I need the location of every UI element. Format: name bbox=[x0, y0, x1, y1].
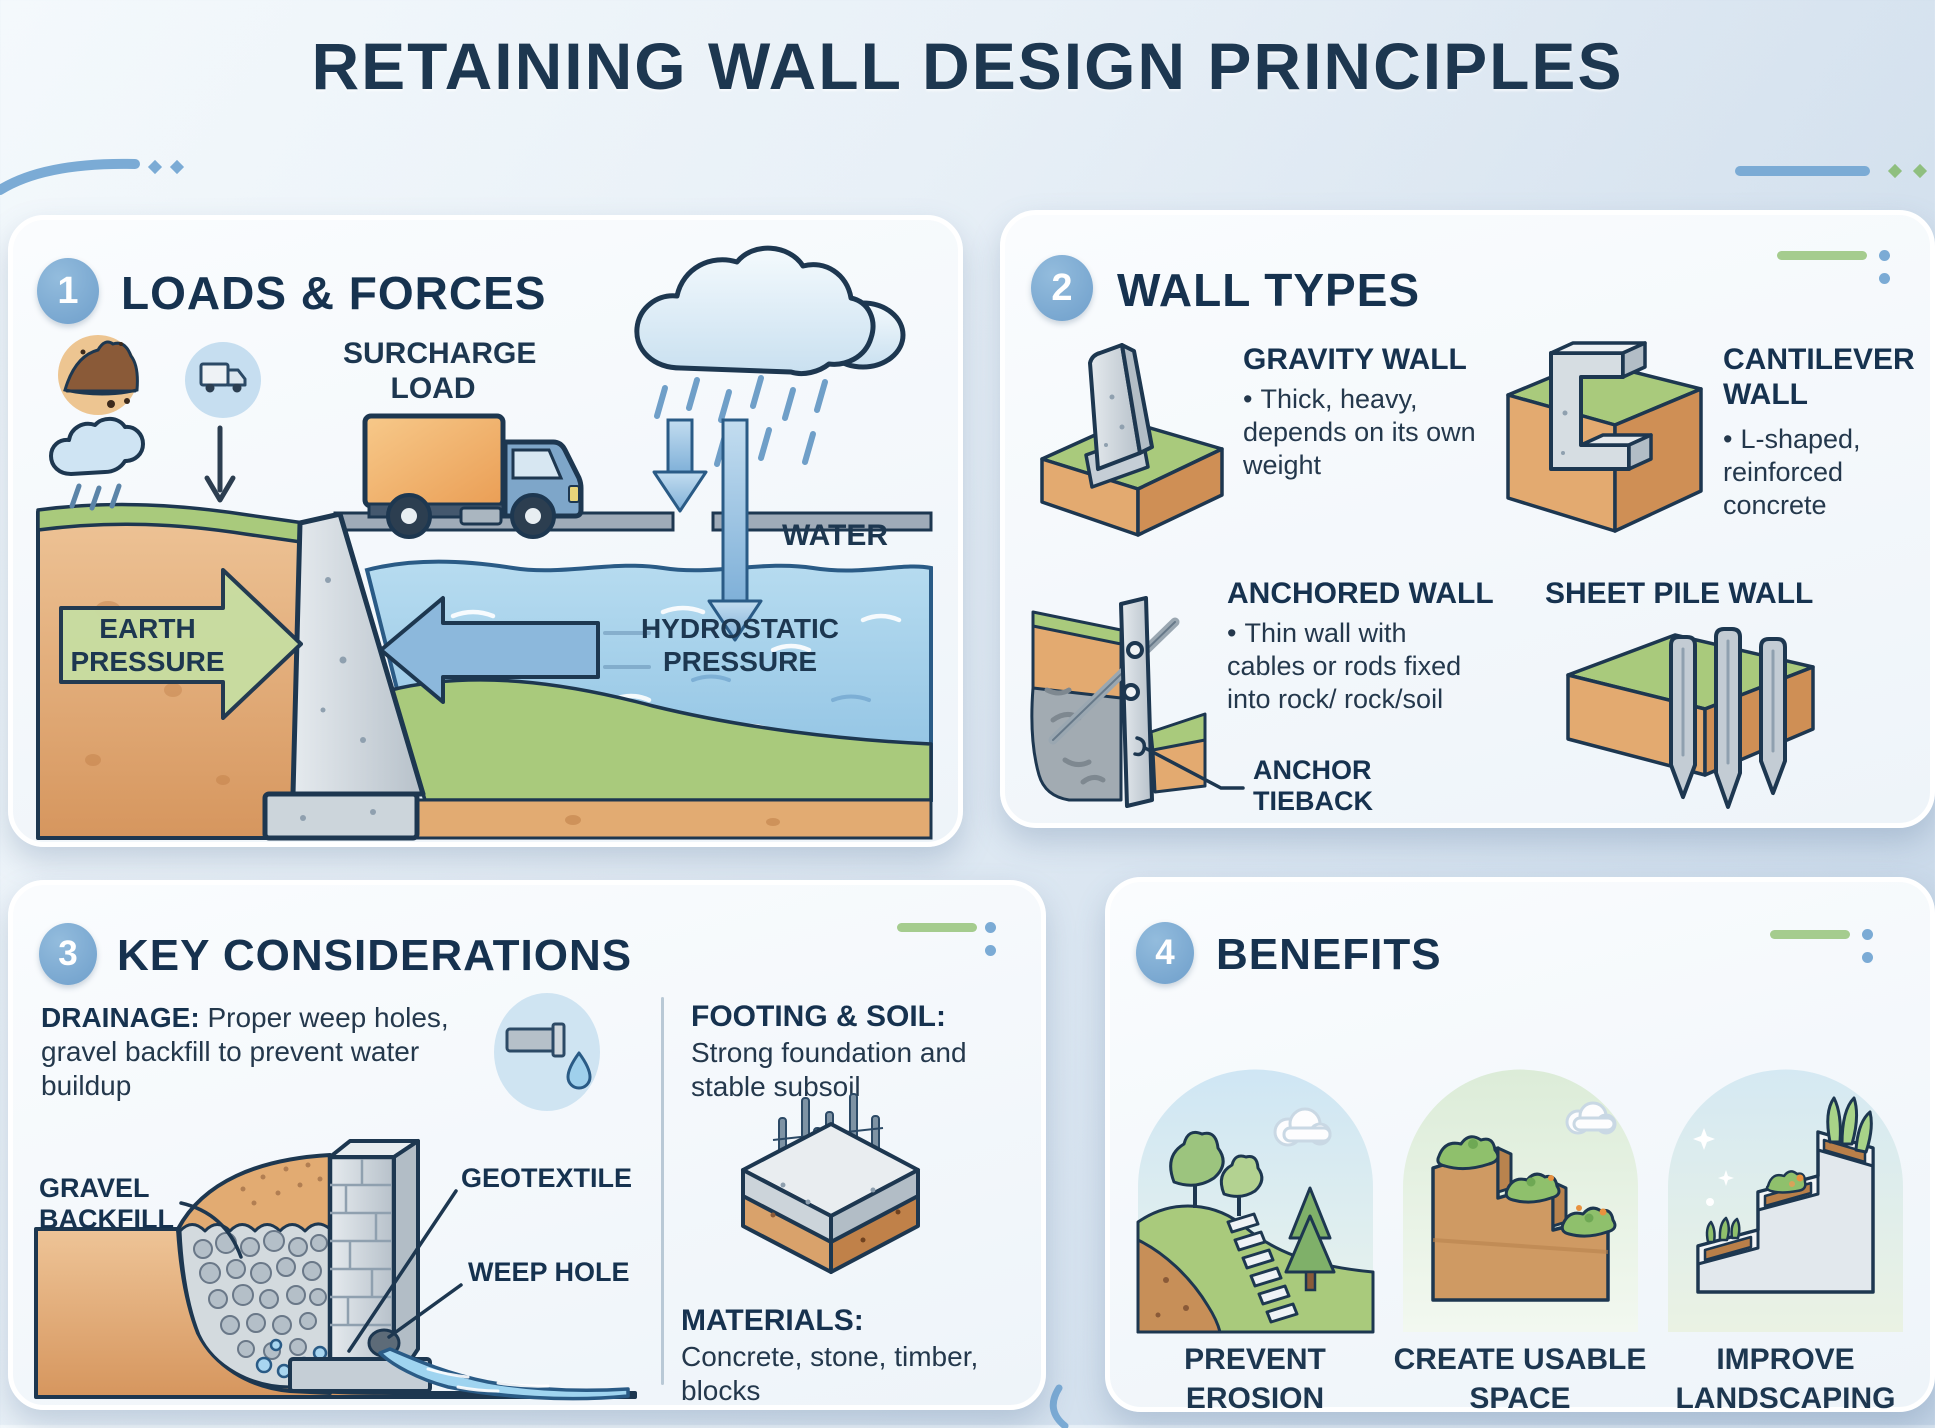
small-rain-cloud-icon bbox=[49, 416, 145, 511]
stairs-icon bbox=[1226, 1212, 1299, 1324]
panel1-number-badge: 1 bbox=[37, 258, 99, 324]
pine-tree-icon bbox=[1284, 1186, 1336, 1292]
panel1-title: LOADS & FORCES bbox=[121, 267, 547, 319]
panel4-decor-dot-1 bbox=[1862, 929, 1873, 940]
benefit-caption-erosion: PREVENT EROSION bbox=[1184, 1343, 1326, 1415]
panel3-number-badge: 3 bbox=[39, 923, 97, 985]
surcharge-load-label: SURCHARGE LOAD bbox=[343, 337, 537, 406]
soil-icon bbox=[58, 335, 139, 415]
hydrostatic-arrow bbox=[379, 596, 651, 704]
panel3-title: KEY CONSIDERATIONS bbox=[117, 931, 633, 980]
loads-forces-illustration bbox=[36, 245, 933, 841]
panel4-number-badge: 4 bbox=[1136, 922, 1194, 984]
cantilever-wall-desc: •L-shaped, reinforced concrete bbox=[1723, 424, 1861, 520]
water-label: WATER bbox=[781, 519, 889, 552]
drainage-connectors bbox=[179, 1189, 463, 1353]
sheet-pile-heading: SHEET PILE WALL bbox=[1545, 577, 1814, 610]
stepped-planters bbox=[1696, 1096, 1875, 1294]
earth-pressure-label: EARTH PRESSURE bbox=[70, 613, 225, 678]
water-load-arrow-1 bbox=[652, 418, 708, 513]
pipe-drip-icon bbox=[494, 993, 600, 1111]
bullet-icon: • bbox=[1243, 384, 1253, 414]
prevent-erosion-illustration bbox=[1136, 1069, 1375, 1334]
panel4-decor-line bbox=[1770, 930, 1850, 939]
panel3-decor-dot-1 bbox=[985, 922, 996, 933]
down-arrow-icon bbox=[204, 425, 236, 503]
panel2-number-badge: 2 bbox=[1031, 255, 1093, 321]
drainage-illustration bbox=[34, 1139, 637, 1401]
truck-icon bbox=[185, 342, 261, 418]
materials-text: MATERIALS: Concrete, stone, timber, bloc… bbox=[681, 1304, 979, 1406]
anchor-tieback-label: ANCHOR TIEBACK bbox=[1253, 755, 1373, 817]
decor-diamond-left-2 bbox=[169, 159, 185, 175]
decor-line-right bbox=[1735, 166, 1870, 176]
panel-wall-types: 2 WALL TYPES GRAVITY WALL •Thick, heavy,… bbox=[1000, 210, 1935, 828]
usable-space-illustration bbox=[1403, 1069, 1638, 1332]
materials-term: MATERIALS: bbox=[681, 1304, 864, 1337]
panel3-divider bbox=[661, 997, 664, 1385]
decor-curve-bottom bbox=[1049, 1384, 1069, 1428]
panel4-decor-dot-2 bbox=[1862, 952, 1873, 963]
gravity-wall-heading: GRAVITY WALL bbox=[1243, 343, 1467, 376]
retaining-wall bbox=[262, 511, 426, 841]
bullet-icon: • bbox=[1227, 618, 1237, 648]
panel2-decor-line bbox=[1777, 251, 1867, 260]
panel-benefits: 4 BENEFITS bbox=[1105, 877, 1935, 1415]
gravel-backfill-label: GRAVEL BACKFILL bbox=[39, 1173, 174, 1235]
landscaping-illustration bbox=[1668, 1069, 1903, 1332]
cantilever-wall-illustration bbox=[1506, 341, 1703, 533]
sparkle-icon bbox=[1693, 1128, 1734, 1206]
terraced-beds bbox=[1431, 1135, 1617, 1302]
benefit-caption-space: CREATE USABLE SPACE bbox=[1393, 1343, 1647, 1415]
rain-cloud-icon bbox=[634, 245, 906, 377]
sheet-pile-illustration bbox=[1566, 627, 1815, 809]
page-title: RETAINING WALL DESIGN PRINCIPLES bbox=[311, 29, 1624, 103]
gravity-wall-desc: •Thick, heavy, depends on its own weight bbox=[1243, 384, 1476, 480]
decor-diamond-right-2 bbox=[1912, 163, 1928, 179]
benefit-caption-landscaping: IMPROVE LANDSCAPING bbox=[1675, 1343, 1896, 1415]
bullet-icon: • bbox=[1723, 424, 1733, 454]
footing-illustration bbox=[741, 1093, 920, 1274]
earth-pressure-arrow bbox=[59, 568, 303, 720]
weep-hole-label: WEEP HOLE bbox=[468, 1257, 630, 1287]
decor-diamond-left-1 bbox=[147, 159, 163, 175]
drainage-text: DRAINAGE: Proper weep holes, gravel back… bbox=[41, 1002, 449, 1102]
decor-swoosh-left bbox=[0, 158, 140, 195]
panel2-decor-dot-1 bbox=[1879, 250, 1890, 261]
drainage-term: DRAINAGE: bbox=[41, 1002, 200, 1033]
cantilever-wall-heading: CANTILEVER WALL bbox=[1723, 343, 1915, 411]
panel3-decor-dot-2 bbox=[985, 945, 996, 956]
geotextile-label: GEOTEXTILE bbox=[461, 1163, 633, 1193]
panel-loads-forces: 1 LOADS & FORCES bbox=[8, 215, 963, 847]
hydrostatic-pressure-label: HYDROSTATIC PRESSURE bbox=[640, 613, 840, 678]
panel2-decor-dot-2 bbox=[1879, 273, 1890, 284]
underwater-slope bbox=[389, 678, 933, 802]
panel2-title: WALL TYPES bbox=[1117, 264, 1421, 316]
panel4-title: BENEFITS bbox=[1216, 930, 1442, 979]
truck bbox=[362, 413, 584, 539]
gravity-wall-illustration bbox=[1040, 343, 1224, 537]
panel3-decor-line bbox=[897, 923, 977, 932]
footing-term: FOOTING & SOIL: bbox=[691, 1000, 946, 1033]
tree-icon bbox=[1169, 1130, 1264, 1216]
water-load-arrow-2 bbox=[707, 418, 763, 642]
panel-key-considerations: 3 KEY CONSIDERATIONS DRAINAGE: Proper we… bbox=[8, 880, 1046, 1410]
anchored-wall-illustration bbox=[1030, 596, 1245, 808]
decor-diamond-right-1 bbox=[1887, 163, 1903, 179]
anchored-wall-heading: ANCHORED WALL bbox=[1227, 577, 1494, 610]
footing-soil-text: FOOTING & SOIL: Strong foundation and st… bbox=[691, 1000, 967, 1102]
anchored-wall-desc: •Thin wall with cables or rods fixed int… bbox=[1227, 618, 1462, 714]
